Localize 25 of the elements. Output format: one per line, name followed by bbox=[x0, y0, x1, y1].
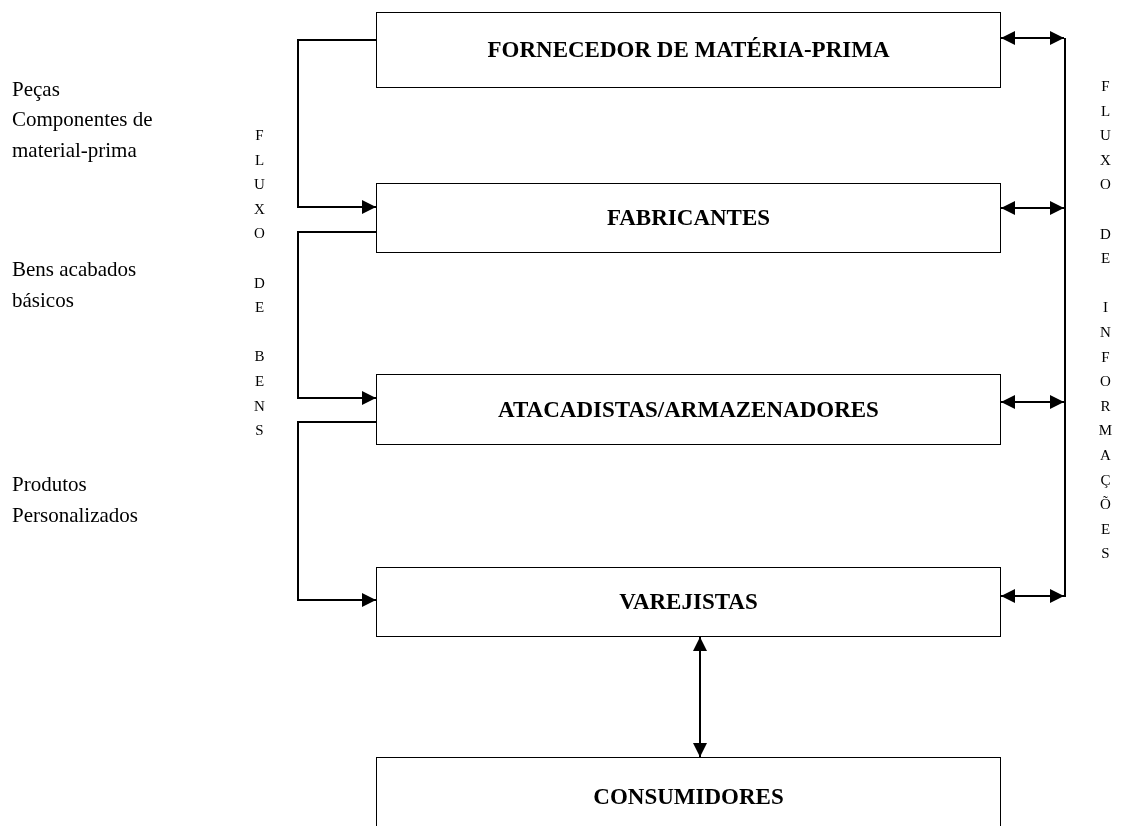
information-bus-line bbox=[1064, 38, 1066, 597]
process-box bbox=[376, 567, 1001, 637]
vertical-label: FLUXO DE INFORMAÇÕES bbox=[1098, 77, 1113, 564]
arrow bbox=[1000, 589, 1065, 603]
arrow bbox=[297, 39, 377, 214]
box-title: FORNECEDOR DE MATÉRIA-PRIMA bbox=[487, 37, 890, 63]
flow-label: Produtos Personalizados bbox=[12, 471, 139, 529]
box-title: FABRICANTES bbox=[606, 205, 771, 231]
arrow bbox=[1000, 395, 1065, 409]
flow-label: Bens acabados básicos bbox=[12, 256, 138, 314]
vertical-label: FLUXO DE BENS bbox=[253, 126, 266, 441]
arrow bbox=[1000, 201, 1065, 215]
process-box bbox=[376, 183, 1001, 253]
process-box bbox=[376, 12, 1001, 88]
process-box bbox=[376, 374, 1001, 445]
arrow bbox=[297, 231, 377, 405]
flow-label: Peças bbox=[12, 76, 61, 103]
box-title: ATACADISTAS/ARMAZENADORES bbox=[498, 396, 879, 423]
arrow bbox=[297, 421, 377, 607]
arrow bbox=[1000, 31, 1065, 45]
process-box bbox=[376, 757, 1001, 826]
arrow bbox=[693, 636, 707, 758]
box-title: CONSUMIDORES bbox=[593, 784, 784, 810]
box-title: VAREJISTAS bbox=[619, 589, 758, 615]
flow-label: Componentes de material-prima bbox=[12, 106, 154, 164]
